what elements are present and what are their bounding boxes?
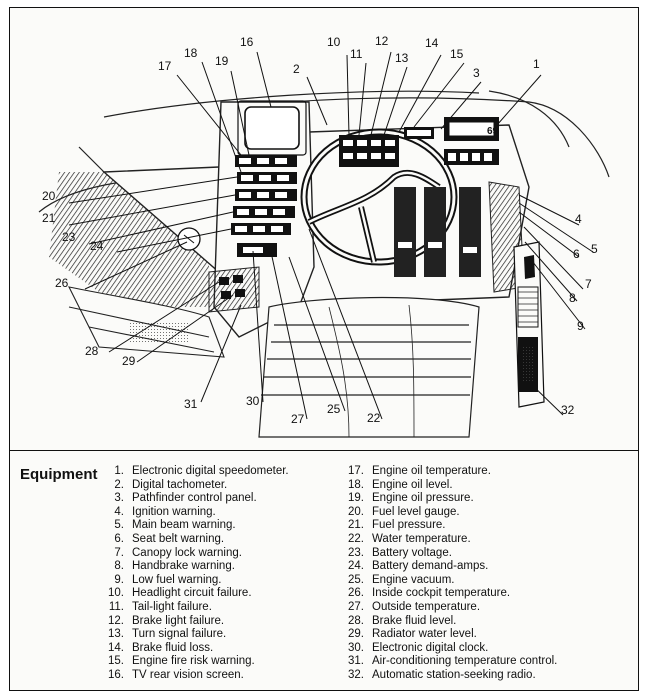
legend-column-left: 1.Electronic digital speedometer. 2.Digi… (100, 465, 289, 683)
callout-7: 7 (585, 277, 592, 291)
callout-9: 9 (577, 319, 584, 333)
seat (258, 296, 480, 438)
callout-28: 28 (85, 344, 99, 358)
center-console (208, 100, 315, 338)
legend-item: 32.Automatic station-seeking radio. (348, 668, 536, 681)
legend-item: 17.Engine oil temperature. (348, 465, 491, 477)
callout-15: 15 (450, 47, 464, 61)
callout-22: 22 (367, 411, 381, 425)
leader-lines (68, 51, 594, 420)
callout-29: 29 (122, 354, 136, 368)
legend-item: 3.Pathfinder control panel. (114, 492, 257, 505)
legend-item: 9.Low fuel warning. (114, 573, 222, 586)
right-cluster: 69 (339, 117, 525, 293)
legend-item: 23.Battery voltage. (348, 546, 452, 559)
callout-23: 23 (62, 230, 76, 244)
left-sill (68, 286, 225, 358)
callout-12: 12 (375, 34, 389, 48)
legend-divider (9, 450, 639, 451)
legend-item: 21.Fuel pressure. (348, 519, 446, 532)
canopy-lines (78, 90, 610, 178)
callout-16: 16 (240, 35, 254, 49)
callout-32: 32 (561, 403, 575, 417)
callout-13: 13 (395, 51, 409, 65)
legend-item: 26.Inside cockpit temperature. (348, 587, 511, 600)
legend-item: 7.Canopy lock warning. (114, 546, 242, 559)
callout-17: 17 (158, 59, 172, 73)
legend-item: 5.Main beam warning. (114, 519, 236, 532)
callout-8: 8 (569, 291, 576, 305)
tv-screen (244, 106, 300, 150)
legend-item: 12.Brake light failure. (108, 614, 225, 627)
callout-11: 11 (350, 47, 363, 61)
legend-title: Equipment (20, 466, 98, 483)
callout-5: 5 (591, 242, 598, 256)
callout-25: 25 (327, 402, 341, 416)
radio-unit (513, 241, 545, 408)
callout-10: 10 (327, 35, 341, 49)
callout-31: 31 (184, 397, 198, 411)
callout-1: 1 (533, 57, 540, 71)
dashboard-illustration: 69 (38, 51, 610, 438)
legend-item: 25.Engine vacuum. (348, 573, 455, 586)
legend-item: 30.Electronic digital clock. (348, 641, 489, 654)
legend-item: 6.Seat belt warning. (114, 532, 225, 545)
legend-item: 1.Electronic digital speedometer. (114, 465, 289, 477)
legend-column-right: 17.Engine oil temperature. 18.Engine oil… (340, 465, 557, 683)
callout-4: 4 (575, 212, 582, 226)
callout-21: 21 (42, 211, 56, 225)
callout-6: 6 (573, 247, 580, 261)
callout-24: 24 (90, 239, 104, 253)
legend-item: 28.Brake fluid level. (348, 614, 457, 627)
legend-item: 14.Brake fluid loss. (108, 641, 214, 654)
speedo-digits: 69 (487, 126, 499, 137)
legend-item: 20.Fuel level gauge. (348, 505, 460, 518)
legend-item: 19.Engine oil pressure. (348, 492, 474, 505)
legend-item: 16.TV rear vision screen. (108, 668, 244, 681)
callout-27: 27 (291, 412, 305, 426)
legend-item: 4.Ignition warning. (114, 505, 216, 518)
legend-item: 2.Digital tachometer. (114, 478, 228, 491)
steering-wheel (300, 128, 458, 266)
legend-item: 8.Handbrake warning. (114, 560, 235, 573)
legend-item: 11.Tail-light failure. (108, 600, 212, 613)
legend-item: 18.Engine oil level. (348, 478, 453, 491)
legend-item: 31.Air-conditioning temperature control. (348, 655, 558, 668)
legend-item: 27.Outside temperature. (348, 600, 481, 613)
callout-19: 19 (215, 54, 229, 68)
legend-item: 22.Water temperature. (348, 532, 471, 545)
callout-18: 18 (184, 46, 198, 60)
legend-item: 24.Battery demand-amps. (348, 560, 489, 573)
callout-2: 2 (293, 62, 300, 76)
legend-item: 13.Turn signal failure. (108, 628, 227, 641)
callout-20: 20 (42, 189, 56, 203)
callout-26: 26 (55, 276, 69, 290)
callout-30: 30 (246, 394, 260, 408)
legend-item: 15.Engine fire risk warning. (108, 655, 255, 668)
legend-item: 10.Headlight circuit failure. (108, 587, 252, 600)
legend-item: 29.Radiator water level. (348, 628, 477, 641)
callout-3: 3 (473, 66, 480, 80)
callout-14: 14 (425, 36, 439, 50)
